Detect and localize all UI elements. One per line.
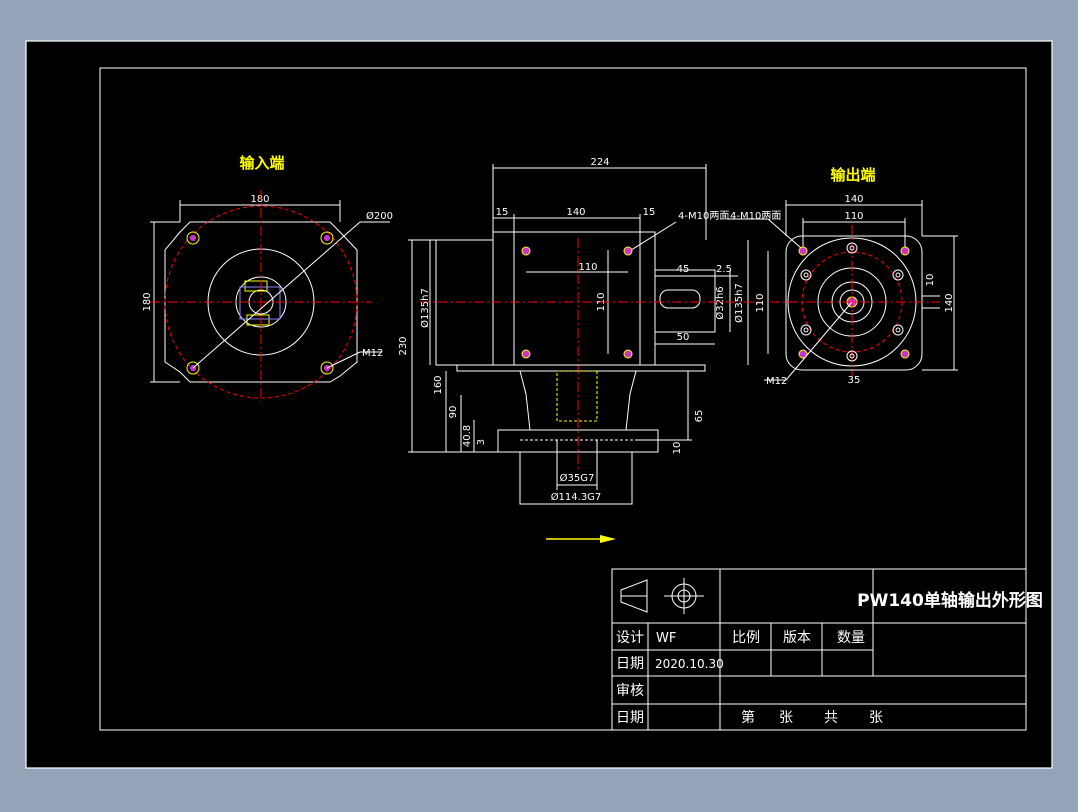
dim-input-width: 180 [250,194,269,205]
title-block [611,568,1027,731]
output-thread-label: M12 [766,376,787,387]
dim-output-110-left: 110 [755,293,766,312]
dim-right-15: 15 [643,207,656,218]
front-bolt-holes [521,246,633,359]
dim-shaft: Ø32h6 [714,286,726,319]
version-label: 版本 [783,630,811,646]
dim-3: 3 [476,439,487,445]
dim-40-8: 40.8 [462,425,473,447]
dim-230: 230 [398,336,409,355]
output-end-view: 输出端 4-M10两面 140 110 [728,166,958,387]
dim-left-15: 15 [496,207,509,218]
dim-2-5: 2.5 [716,264,732,275]
date-value: 2020.10.30 [655,657,724,671]
review-label: 审核 [616,683,644,699]
sheet-no-label: 第 [741,709,755,726]
dim-pilot-left: Ø135h7 [419,288,431,328]
dim-bore-2: Ø114.3G7 [551,491,602,503]
dim-output-110-top: 110 [844,211,863,222]
dim-mid-140: 140 [566,207,585,218]
designer-value: WF [656,631,676,646]
dim-output-140-right: 140 [944,293,955,312]
dim-10-low: 10 [672,442,683,455]
design-label: 设计 [616,630,644,646]
output-bolt-holes [798,242,910,362]
dim-160: 160 [433,375,444,394]
dim-45: 45 [677,264,690,275]
quantity-label: 数量 [837,630,865,646]
dim-110-h: 110 [578,262,597,273]
date-label-2: 日期 [616,710,644,726]
dim-50: 50 [677,332,690,343]
input-flange-body [164,221,358,383]
input-end-view: 输入端 180 180 Ø200 [142,154,393,402]
scale-label: 比例 [732,630,760,646]
dim-input-height: 180 [142,292,153,311]
holes-label-right: 4-M10两面 [730,211,781,222]
dim-input-circle: Ø200 [366,210,393,222]
front-view: 224 15 140 15 4-M10两面 45 2.5 50 Ø32h6 Ø1… [398,157,760,505]
date-label: 日期 [616,656,644,672]
dim-pilot-right: Ø135h7 [733,283,745,323]
dim-bore: Ø35G7 [560,472,595,484]
direction-arrow [546,535,616,543]
sheet-zhang2-label: 张 [869,710,883,726]
sheet-zhang-label: 张 [779,710,793,726]
dim-90: 90 [448,406,459,419]
input-view-title: 输入端 [239,154,284,172]
drawing-sheet [25,40,1053,769]
dim-output-35: 35 [848,375,861,386]
output-view-title: 输出端 [830,166,875,184]
input-thread-label: M12 [362,348,383,359]
dim-output-140-top: 140 [844,194,863,205]
dim-total-length: 224 [590,157,609,168]
dim-output-10: 10 [925,274,936,287]
drawing-title: PW140单轴输出外形图 [857,590,1043,611]
dim-65: 65 [694,410,705,423]
title-block-text: PW140单轴输出外形图 设计 WF 比例 版本 数量 日期 2020.10.3… [616,590,1043,726]
sheet-total-label: 共 [824,710,838,726]
holes-label-left: 4-M10两面 [678,211,729,222]
drawing-border [99,67,1027,731]
